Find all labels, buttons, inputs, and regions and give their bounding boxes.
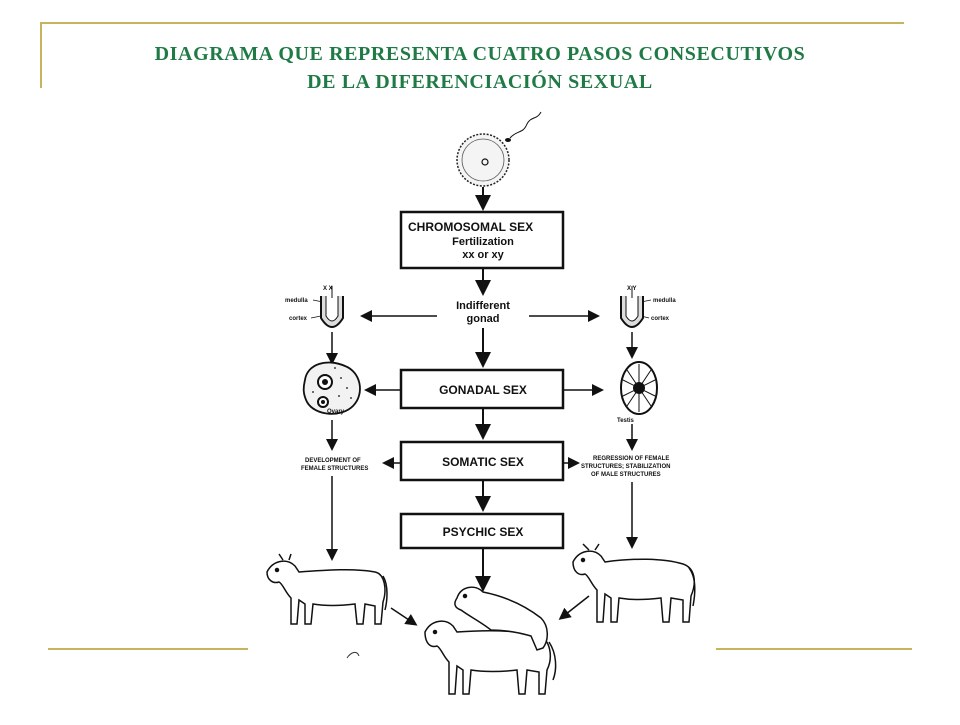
left-medulla-label: medulla: [285, 298, 308, 304]
testis-icon: [620, 361, 658, 415]
chromosomal-sex-label: CHROMOSOMAL SEX: [408, 220, 533, 234]
bottom-rule-right: [716, 648, 912, 650]
xx-label: X X: [323, 286, 333, 292]
testis-label: Testis: [617, 418, 635, 424]
indifferent-label: Indifferent: [456, 300, 510, 312]
mating-cattle-icon: [424, 586, 557, 695]
right-medulla-label: medulla: [653, 298, 676, 304]
male-bull-icon: [572, 543, 696, 623]
female-dev-line-2: FEMALE STRUCTURES: [301, 466, 368, 472]
left-rule: [40, 22, 42, 88]
left-cortex-label: cortex: [289, 316, 308, 322]
male-dev-line-3: OF MALE STRUCTURES: [591, 472, 661, 478]
diagram-svg: CHROMOSOMAL SEX Fertilization xx or xy I…: [266, 111, 696, 695]
psychic-sex-box: PSYCHIC SEX: [399, 512, 565, 550]
stray-mark: [346, 651, 360, 659]
chromosome-types-label: xx or xy: [462, 249, 504, 261]
gonadal-sex-box: GONADAL SEX: [399, 368, 565, 410]
female-cow-icon: [266, 553, 388, 625]
arrow-bull-to-mating: [558, 595, 590, 620]
title-line-1: DIAGRAMA QUE REPRESENTA CUATRO PASOS CON…: [154, 43, 806, 65]
egg-cell-icon: [456, 133, 510, 187]
gonadal-sex-label: GONADAL SEX: [439, 383, 527, 397]
female-dev-line-1: DEVELOPMENT OF: [305, 458, 361, 464]
somatic-sex-box: SOMATIC SEX: [399, 440, 565, 482]
ovary-label: Ovary: [327, 409, 345, 415]
right-indifferent-gonad-icon: [620, 286, 644, 328]
fertilization-label: Fertilization: [452, 236, 514, 248]
somatic-sex-label: SOMATIC SEX: [442, 455, 524, 469]
male-dev-line-2: STRUCTURES; STABILIZATION: [581, 464, 670, 470]
right-cortex-label: cortex: [651, 316, 670, 322]
page-title: DIAGRAMA QUE REPRESENTA CUATRO PASOS CON…: [0, 40, 960, 96]
bottom-rule-left: [48, 648, 248, 650]
left-indifferent-gonad-icon: [320, 286, 344, 328]
ovary-icon: [302, 361, 361, 415]
sperm-icon: [505, 111, 542, 142]
arrow-cow-to-mating: [390, 607, 418, 626]
gonad-label: gonad: [467, 313, 500, 325]
top-rule: [40, 22, 904, 24]
title-line-2: DE LA DIFERENCIACIÓN SEXUAL: [307, 71, 653, 93]
chromosomal-sex-box: CHROMOSOMAL SEX Fertilization xx or xy: [399, 210, 565, 270]
psychic-sex-label: PSYCHIC SEX: [443, 525, 524, 539]
sex-differentiation-diagram: CHROMOSOMAL SEX Fertilization xx or xy I…: [255, 110, 710, 720]
male-dev-line-1: REGRESSION OF FEMALE: [593, 456, 669, 462]
